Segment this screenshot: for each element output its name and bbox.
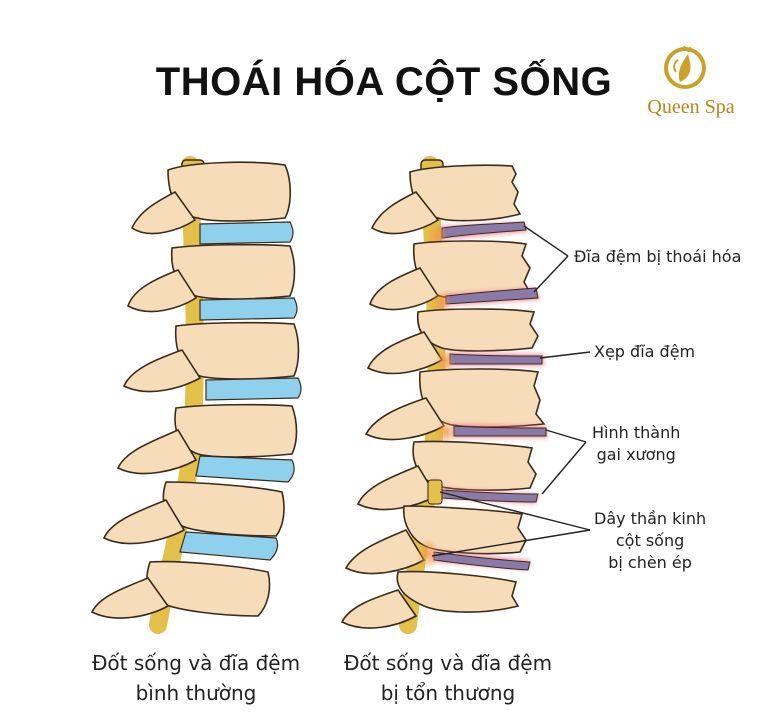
- caption-damaged: Đốt sống và đĩa đệm bị tổn thương: [343, 651, 553, 705]
- label-nerve-compression: Dây thần kinh cột sống bị chèn ép: [594, 509, 707, 572]
- vertebra: [369, 240, 534, 311]
- label-collapsed-disc: Xẹp đĩa đệm: [594, 342, 696, 361]
- annotation-leaders: [431, 225, 591, 557]
- damaged-spine: [340, 156, 548, 634]
- vertebra: [366, 308, 539, 375]
- healthy-disc: [199, 221, 294, 245]
- vertebra: [364, 368, 546, 441]
- damaged-disc: [448, 352, 544, 366]
- damaged-disc: [444, 287, 540, 306]
- vertebra: [340, 570, 520, 629]
- caption-normal: Đốt sống và đĩa đệm bình thường: [91, 651, 301, 705]
- normal-spine: [90, 156, 302, 634]
- healthy-disc: [195, 455, 295, 483]
- spinal-cord: [149, 156, 204, 634]
- vertebra: [130, 161, 292, 235]
- healthy-disc: [205, 377, 302, 401]
- damaged-disc: [440, 221, 528, 240]
- page-title: THOÁI HÓA CỘT SỐNG: [155, 60, 613, 104]
- vertebra: [370, 164, 522, 235]
- vertebra: [90, 560, 271, 619]
- brand-name: Queen Spa: [647, 96, 735, 118]
- damaged-disc: [452, 424, 548, 438]
- queen-spa-logo-icon: [664, 45, 706, 89]
- damaged-disc: [432, 550, 531, 571]
- vertebra: [122, 321, 300, 393]
- healthy-disc: [199, 297, 298, 321]
- vertebra: [116, 403, 298, 475]
- vertebra: [127, 243, 296, 313]
- vertebra: [356, 440, 537, 511]
- label-degenerated-disc: Đĩa đệm bị thoái hóa: [574, 247, 742, 266]
- vertebra: [102, 481, 285, 545]
- healthy-disc: [179, 531, 279, 561]
- label-bone-spur: Hình thành gai xương: [592, 423, 681, 464]
